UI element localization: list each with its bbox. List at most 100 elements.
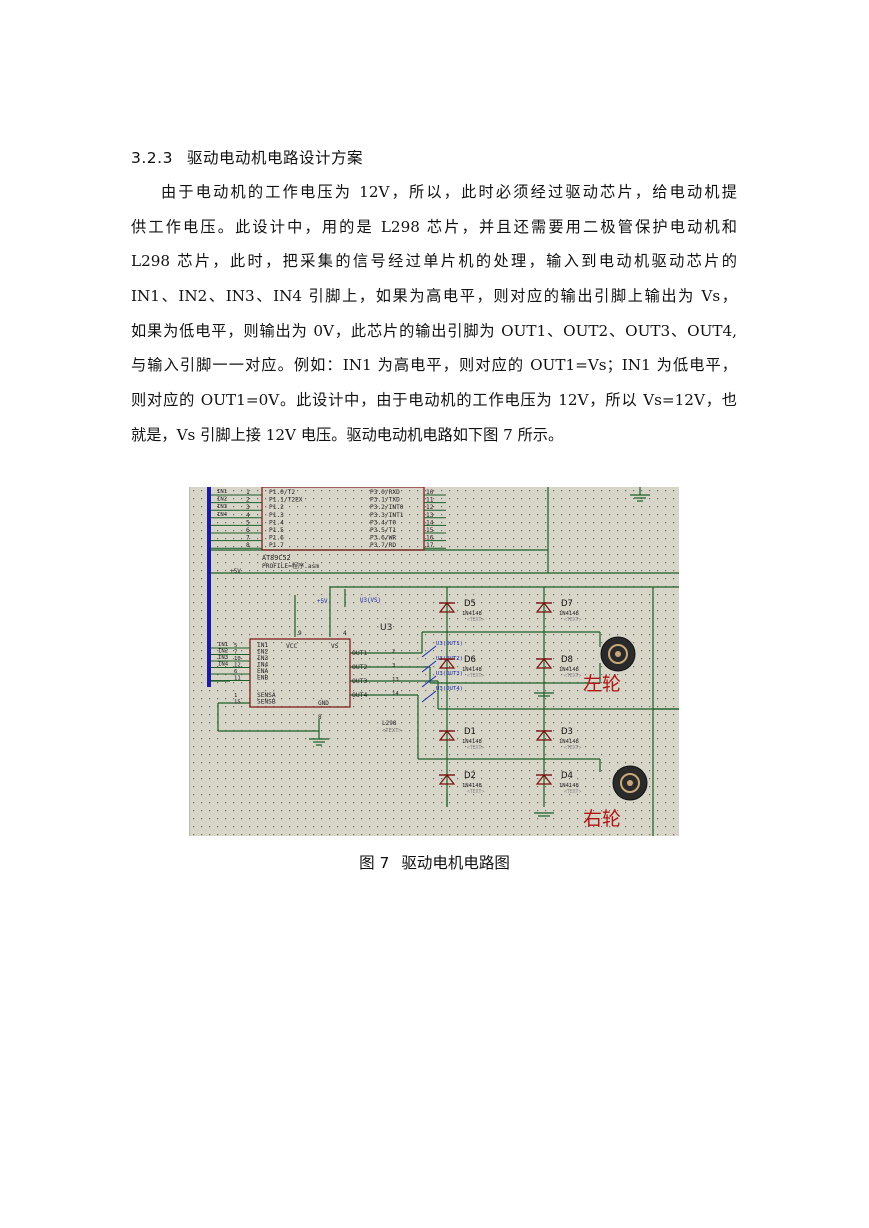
diode-symbol: [438, 658, 456, 669]
mcu-subtitle: PROFILE=程序.asm: [262, 562, 319, 570]
diode-part: 1N4148: [462, 667, 482, 673]
driver-output-pin-number: 2: [392, 649, 395, 655]
driver-left-pin-name: IN1: [257, 642, 268, 649]
section-title: 驱动电动机电路设计方案: [186, 149, 363, 167]
driver-left-pin-name: SENSA: [257, 692, 276, 699]
driver-vcc-label: VCC: [286, 643, 297, 650]
motor-right-shaft: [627, 780, 633, 786]
diode-text: <TEXT>: [467, 673, 484, 679]
mcu-right-pin-number: 16: [426, 535, 434, 542]
diode-ref: D3: [561, 727, 573, 737]
diode-ref: D5: [464, 599, 476, 609]
driver-vcc-pin: 9: [298, 630, 302, 637]
motor-left: 左轮: [583, 636, 636, 695]
ground-symbols: [309, 494, 650, 817]
mcu-right-pin-name: P3.7/RD: [370, 542, 396, 549]
driver-left-pin-number: 10: [234, 656, 241, 662]
mcu-left-pin-name: P1.1/T2EX: [269, 497, 303, 504]
section-heading: 3.2.3 驱动电动机电路设计方案: [131, 146, 363, 168]
mcu-left-pin-name: P1.3: [269, 512, 284, 519]
driver-output-net-label: U3(OUT3): [436, 671, 463, 677]
driver-body: [249, 638, 351, 708]
mcu-right-pin-number: 12: [426, 504, 434, 511]
diode-text: <TEXT>: [564, 673, 581, 679]
supply-label-5v: +5V: [317, 599, 328, 605]
driver-left-pin-name: IN2: [257, 649, 268, 656]
driver-output-pin-number: 3: [392, 663, 395, 669]
mcu-net-label: IN3: [217, 504, 227, 510]
mcu-right-pin-number: 11: [426, 497, 434, 504]
driver-left-pin-name: IN3: [257, 655, 268, 662]
driver-left-pin-number: 5: [234, 643, 237, 649]
diode-part: 1N4148: [559, 739, 579, 745]
driver-net-label: IN1: [218, 642, 228, 648]
paragraph-line: 供工作电压。此设计中，用的是 L298 芯片，并且还需要用二极管保护电动机和: [131, 217, 737, 236]
diode-text: <TEXT>: [564, 617, 581, 623]
mcu-net-label: IN1: [217, 489, 227, 495]
mcu-left-pin-name: P1.2: [269, 504, 284, 511]
driver-output-pin-number: 13: [392, 677, 399, 683]
mcu-left-pin-number: 7: [246, 535, 250, 542]
driver-gnd-label: GND: [318, 700, 329, 707]
section-number: 3.2.3: [131, 149, 173, 167]
mcu-left-pin-number: 5: [246, 519, 250, 526]
diode-part: 1N4148: [559, 783, 579, 789]
motor-left-label: 左轮: [583, 673, 621, 695]
paragraph-line: 就是，Vs 引脚上接 12V 电压。驱动电动机电路如下图 7 所示。: [131, 425, 564, 444]
driver-net-label: IN3: [218, 655, 228, 661]
mcu-right-pin-name: P3.5/T1: [370, 527, 396, 534]
driver-left-pin-number: 12: [234, 663, 241, 669]
net-label-arrow: [421, 645, 437, 658]
driver-output-net-label: U3(OUT4): [436, 686, 463, 692]
driver-left-pin-number: 1: [234, 693, 237, 699]
diode-part: 1N4148: [559, 667, 579, 673]
motor-left-coil: [608, 644, 628, 664]
mcu-right-pin-number: 13: [426, 512, 434, 519]
driver-left-pin-name: ENA: [257, 668, 268, 675]
paragraph-line: 由于电动机的工作电压为 12V，所以，此时必须经过驱动芯片，给电动机提: [161, 183, 737, 201]
diode-text: <TEXT>: [564, 789, 581, 795]
driver-gnd-pin: 8: [318, 714, 322, 721]
diode-ref: D2: [464, 771, 476, 781]
driver-left-pin-number: 6: [234, 669, 237, 675]
mcu-name: AT89C52: [262, 554, 291, 562]
diode-symbol: [438, 774, 456, 785]
mcu-right-pin-name: P3.0/RXD: [370, 489, 400, 496]
driver-output-pin-number: 14: [392, 691, 399, 697]
driver-vs-label: VS: [331, 643, 339, 650]
mcu-right-pin-number: 14: [426, 519, 434, 526]
mcu-chip: P1.0/T21P1.1/T2EX2P1.23P1.34P1.45P1.56P1…: [211, 487, 446, 575]
paragraph-line: 如果为低电平，则输出为 0V，此芯片的输出引脚为 OUT1、OUT2、OUT3、…: [131, 321, 737, 340]
driver-output-pin-name: OUT1: [352, 649, 368, 657]
mcu-right-pin-number: 10: [426, 489, 434, 496]
caption-title: 驱动电机电路图: [401, 854, 510, 872]
paragraph-line: 则对应的 OUT1=0V。此设计中，由于电动机的工作电压为 12V，所以 Vs=…: [131, 391, 737, 410]
mcu-left-pin-name: P1.6: [269, 535, 284, 542]
diode-symbol: [535, 658, 553, 669]
paragraph-line: 与输入引脚一一对应。例如：IN1 为高电平，则对应的 OUT1=Vs；IN1 为…: [131, 356, 737, 375]
mcu-left-pin-number: 1: [246, 489, 250, 496]
mcu-right-pin-name: P3.3/INT1: [370, 512, 404, 519]
driver-output-net-label: U3(OUT1): [436, 641, 463, 647]
motor-right-label: 右轮: [583, 808, 621, 830]
driver-name: L298: [382, 720, 397, 727]
driver-left-pin-number: 7: [234, 650, 237, 656]
diode-part: 1N4148: [462, 739, 482, 745]
mcu-left-pin-number: 6: [246, 527, 250, 534]
driver-output-pin-name: OUT3: [352, 677, 368, 685]
mcu-left-pin-number: 8: [246, 542, 250, 549]
diode-symbol: [535, 774, 553, 785]
mcu-left-pin-number: 3: [246, 504, 250, 511]
mcu-right-pin-number: 15: [426, 527, 434, 534]
driver-net-label: IN4: [218, 662, 229, 668]
diode-symbol: [438, 602, 456, 613]
net-label-arrow: [421, 660, 437, 673]
caption-number: 图 7: [359, 854, 390, 872]
mcu-right-pin-name: P3.6/WR: [370, 535, 396, 542]
body-paragraph: 由于电动机的工作电压为 12V，所以，此时必须经过驱动芯片，给电动机提 供工作电…: [131, 175, 737, 453]
